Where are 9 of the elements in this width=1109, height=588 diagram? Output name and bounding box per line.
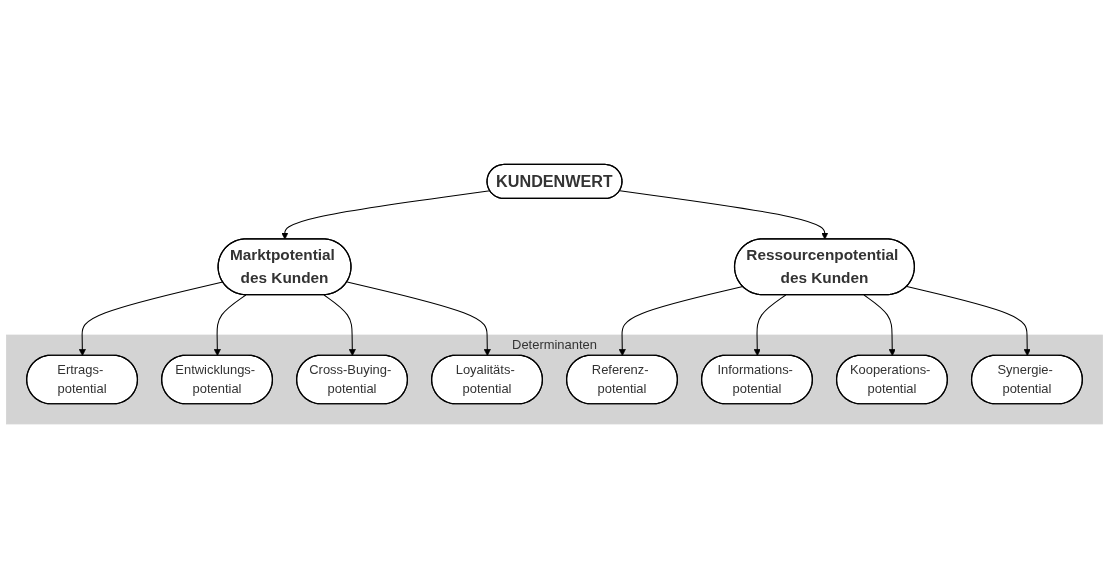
arrow	[346, 281, 491, 356]
arrow	[78, 281, 224, 356]
arrow	[906, 285, 1031, 356]
arrow	[323, 294, 356, 356]
arrow	[863, 294, 896, 356]
arrow	[753, 294, 787, 356]
arrow	[619, 190, 829, 240]
arrow	[213, 294, 247, 356]
arrow	[281, 190, 491, 240]
